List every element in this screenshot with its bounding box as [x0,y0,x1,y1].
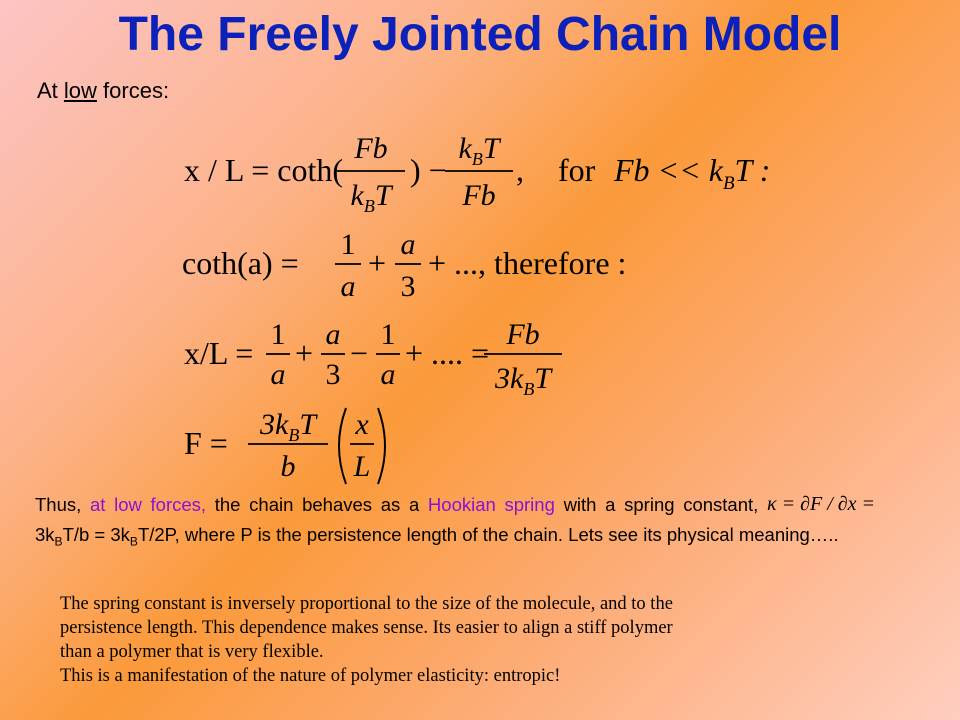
eq4-frac1-numerator: 3kBT [259,408,318,445]
eq2-frac1-numerator: 1 [341,228,356,261]
eq3-frac3-denominator: a [381,358,396,391]
eq4-left-paren [338,407,347,485]
eq2-plus: + [368,245,386,281]
note-line-3: than a polymer that is very flexible. [60,642,324,662]
equation-force-hookean: F = 3kBT b x L [178,402,398,488]
eq2-lhs: coth(a) = [182,245,299,281]
equation-xl-expansion: x/L = 1 a + a 3 − 1 a + .... = Fb 3kBT [178,312,598,398]
eq3-frac2-numerator: a [326,318,341,351]
eq3-lhs: x/L = [184,335,253,371]
subtitle-underlined-word: low [63,78,97,103]
eq1-frac2-numerator: kBT [458,132,501,169]
equation-xl-coth: x / L = coth( Fb kBT ) − kBT Fb , for Fb… [178,128,798,212]
eq1-condition-word: for [558,152,596,188]
slide-title: The Freely Jointed Chain Model [118,8,842,61]
note-line-4: This is a manifestation of the nature of… [60,666,561,686]
eq1-frac2-denominator: Fb [461,179,495,212]
para-text-1: Thus, [35,494,90,515]
eq3-plus: + [295,335,313,371]
equation-coth-series: coth(a) = 1 a + a 3 + ..., therefore : [178,226,638,304]
subtitle: At low forces: [37,78,169,104]
kappa-formula: κ = ∂F / ∂x = [767,493,895,522]
para-text-6: T/2P, where P is the persistence length … [137,524,839,545]
para-text-3: with a spring constant, [554,494,767,515]
eq2-frac2-numerator: a [401,228,416,261]
elasticity-note: The spring constant is inversely proport… [60,592,900,688]
eq1-condition: Fb << kBT : [613,152,770,194]
note-line-2: persistence length. This dependence make… [60,618,673,638]
para-text-5: T/b = 3k [62,524,130,545]
eq2-frac1-denominator: a [341,270,356,303]
eq3-frac4-denominator: 3kBT [494,362,553,398]
eq1-frac1-numerator: Fb [353,132,387,165]
subtitle-prefix: At [37,78,64,103]
hookean-paragraph: Thus, at low forces, the chain behaves a… [35,492,895,555]
eq4-lhs: F = [184,425,228,461]
para-highlight-low-forces: at low forces, [89,494,207,515]
eq3-frac4-numerator: Fb [505,318,539,351]
eq3-minus: − [350,335,368,371]
eq4-frac2-denominator: L [353,450,371,483]
para-sub-b2: B [129,534,138,549]
eq2-frac2-denominator: 3 [401,270,416,303]
eq1-frac1-denominator: kBT [350,179,393,212]
para-sub-b1: B [54,534,63,549]
eq3-frac1-numerator: 1 [271,318,286,351]
eq4-right-paren [377,407,386,485]
eq1-comma: , [516,152,524,188]
eq3-frac1-denominator: a [271,358,286,391]
eq3-frac3-numerator: 1 [381,318,396,351]
eq3-tail: + .... = [405,335,489,371]
para-highlight-hookian-spring: Hookian spring [427,494,555,515]
eq4-frac2-numerator: x [354,408,369,441]
note-line-1: The spring constant is inversely proport… [60,594,673,614]
para-text-2: the chain behaves as a [206,494,428,515]
eq3-frac2-denominator: 3 [326,358,341,391]
para-text-4: 3k [35,524,55,545]
eq2-tail: + ..., therefore : [428,245,626,281]
eq1-middle: ) − [410,152,447,188]
eq1-lhs: x / L = coth( [184,152,343,188]
subtitle-suffix: forces: [96,78,170,103]
kappa-expression: κ = ∂F / ∂x = [767,493,875,515]
eq4-frac1-denominator: b [281,450,296,483]
